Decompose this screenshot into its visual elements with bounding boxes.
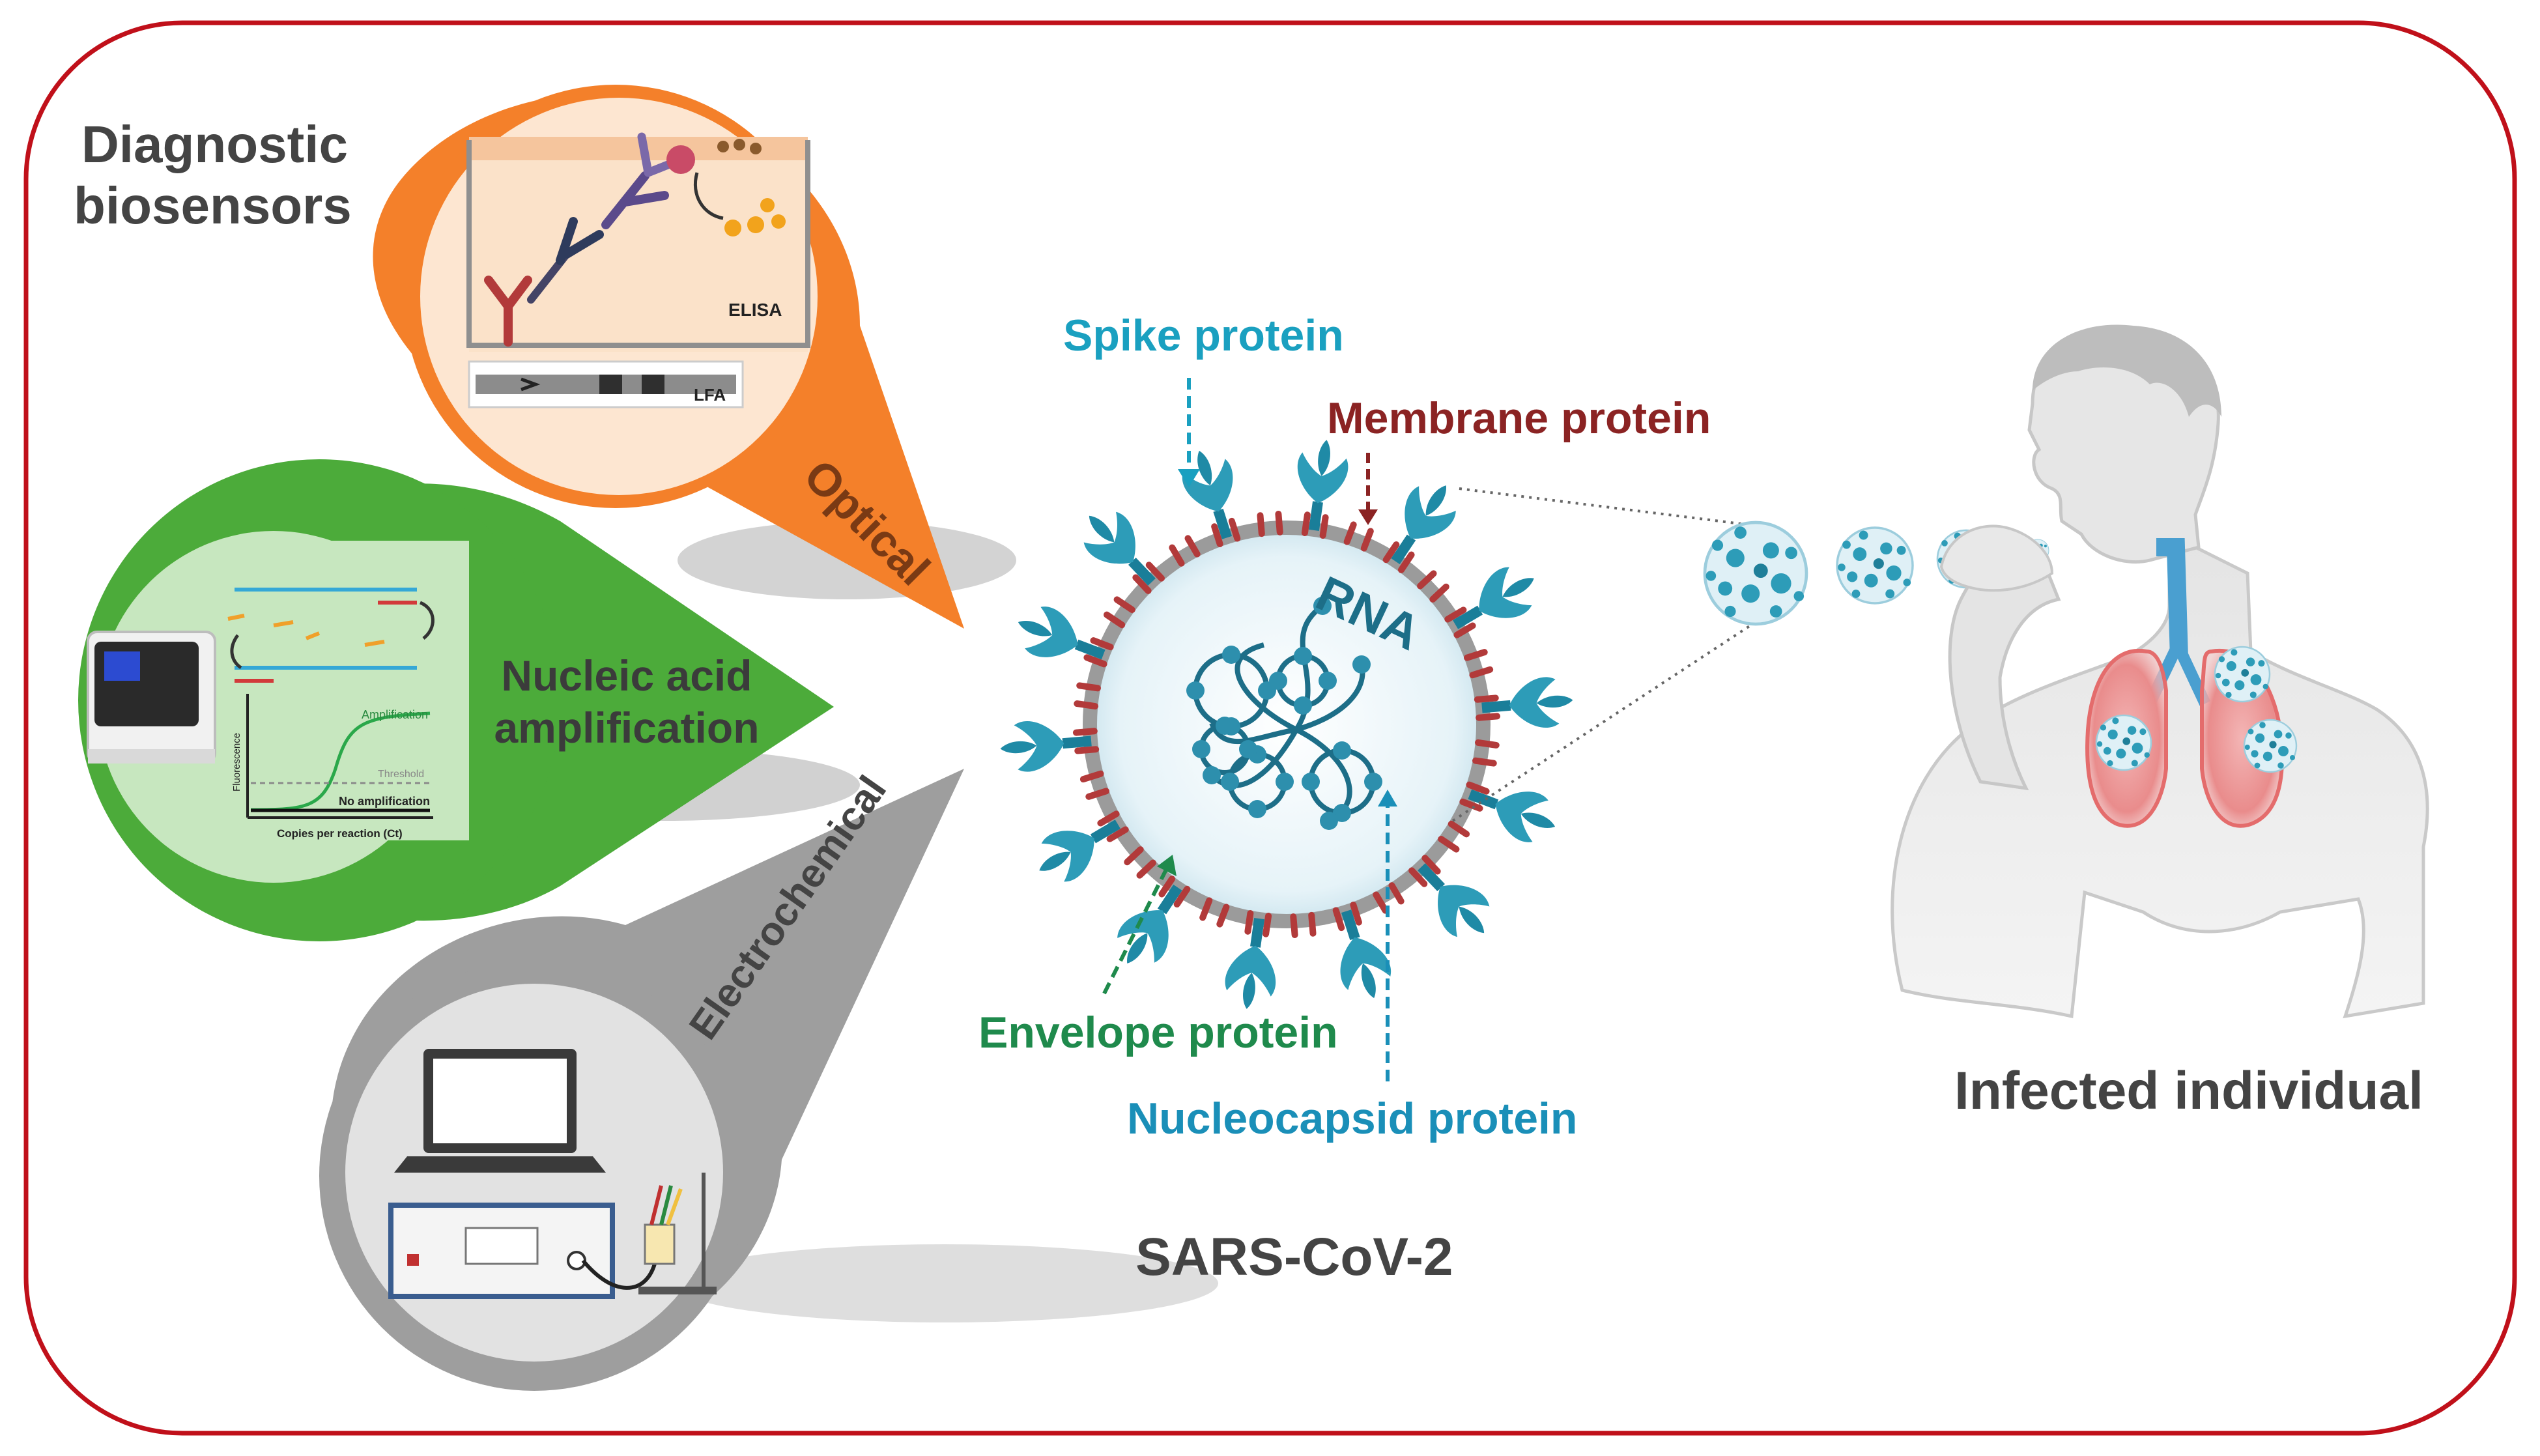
nucleocapsid-bead bbox=[1313, 597, 1332, 615]
nucleocapsid-bead bbox=[1302, 773, 1320, 791]
pcr-y-axis-label: Fluorescence bbox=[231, 733, 242, 792]
nucleocapsid-bead bbox=[1276, 773, 1294, 791]
nucleic-label-line1: Nucleic acid bbox=[501, 651, 752, 700]
nucleic-label-line2: amplification bbox=[494, 704, 759, 752]
nucleocapsid-bead bbox=[1294, 696, 1312, 715]
infected-individual-label: Infected individual bbox=[1954, 1061, 2423, 1121]
spike-protein-label: Spike protein bbox=[1063, 311, 1344, 360]
nucleocapsid-bead bbox=[1269, 672, 1287, 690]
title-line2: biosensors bbox=[74, 177, 352, 235]
infected-person bbox=[1891, 324, 2429, 1019]
nucleocapsid-bead bbox=[1333, 741, 1351, 760]
nucleocapsid-bead bbox=[1364, 773, 1382, 791]
nucleocapsid-bead bbox=[1239, 740, 1257, 758]
nucleocapsid-bead bbox=[1222, 646, 1240, 664]
envelope-pointer bbox=[1102, 868, 1168, 995]
nucleocapsid-bead bbox=[1352, 655, 1371, 674]
virus-name-label: SARS-CoV-2 bbox=[1135, 1227, 1453, 1287]
nucleic-callout: Amplification Threshold No amplification… bbox=[78, 459, 834, 941]
potentiostat bbox=[388, 1203, 615, 1299]
nucleocapsid-beads bbox=[1186, 597, 1382, 830]
nucleocapsid-bead bbox=[1319, 672, 1337, 690]
spike-pointer-head bbox=[1178, 469, 1200, 487]
elisa-label: ELISA bbox=[728, 300, 782, 320]
no-amplification-label: No amplification bbox=[339, 795, 430, 808]
laptop bbox=[394, 1049, 606, 1173]
nucleocapsid-bead bbox=[1203, 766, 1221, 784]
nucleocapsid-bead bbox=[1192, 740, 1210, 758]
pcr-machine bbox=[87, 631, 216, 764]
shadow-electro bbox=[671, 1244, 1218, 1322]
amplification-plot: Amplification Threshold No amplification… bbox=[231, 694, 433, 840]
electrochemical-callout: Electrochemical bbox=[319, 768, 964, 1391]
envelope-protein-label: Envelope protein bbox=[978, 1008, 1338, 1057]
nucleocapsid-bead bbox=[1216, 717, 1234, 735]
nucleocapsid-bead bbox=[1320, 812, 1338, 830]
nucleocapsid-pointer-head bbox=[1378, 790, 1397, 807]
membrane-protein-label: Membrane protein bbox=[1327, 393, 1711, 443]
lfa-label: LFA bbox=[694, 385, 726, 405]
amplification-label: Amplification bbox=[362, 708, 428, 721]
nucleocapsid-bead bbox=[1186, 681, 1205, 700]
nucleocapsid-protein-label: Nucleocapsid protein bbox=[1127, 1094, 1578, 1143]
optical-callout: ELISA LFA Optical bbox=[373, 85, 964, 629]
envelope-pointer-head bbox=[1157, 855, 1177, 876]
nucleocapsid-bead bbox=[1221, 773, 1239, 791]
sars-cov-2-virion: RNA bbox=[998, 436, 1575, 1013]
nucleocapsid-bead bbox=[1294, 647, 1312, 665]
zoom-line-top bbox=[1459, 487, 1747, 526]
pcr-x-axis-label: Copies per reaction (Ct) bbox=[277, 827, 403, 840]
membrane-pointer-head bbox=[1358, 509, 1378, 525]
nucleocapsid-bead bbox=[1248, 800, 1266, 818]
threshold-label: Threshold bbox=[378, 769, 424, 780]
title-line1: Diagnostic bbox=[81, 115, 348, 173]
